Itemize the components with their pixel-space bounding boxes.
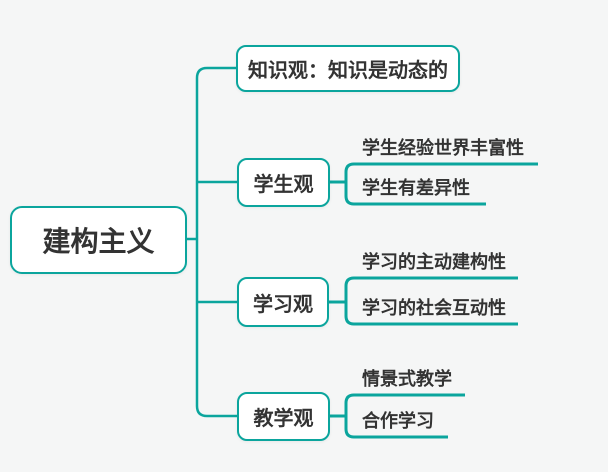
branch-node-knowledge-view[interactable]: 知识观：知识是动态的: [236, 45, 460, 92]
root-node-constructivism[interactable]: 建构主义: [10, 206, 187, 274]
branch-node-label: 教学观: [253, 408, 314, 430]
root-node-label: 建构主义: [42, 226, 155, 257]
child-node-cooperative-learning[interactable]: 合作学习: [362, 411, 434, 431]
child-node-student-experience[interactable]: 学生经验世界丰富性: [362, 138, 524, 158]
branch-node-label: 学习观: [253, 293, 313, 316]
branch-node-learning-view[interactable]: 学习观: [237, 277, 329, 327]
child-node-situated-teaching[interactable]: 情景式教学: [362, 369, 452, 389]
child-node-active-construction[interactable]: 学习的主动建构性: [362, 252, 506, 272]
trunk-connectors: [186, 66, 237, 418]
child-node-social-interaction[interactable]: 学习的社会互动性: [362, 298, 506, 318]
branch-node-label: 学生观: [253, 174, 314, 196]
branch-node-label: 知识观：知识是动态的: [248, 60, 448, 82]
branch-node-teaching-view[interactable]: 教学观: [237, 392, 330, 441]
branch-node-student-view[interactable]: 学生观: [237, 158, 330, 207]
child-node-student-differences[interactable]: 学生有差异性: [362, 178, 470, 198]
